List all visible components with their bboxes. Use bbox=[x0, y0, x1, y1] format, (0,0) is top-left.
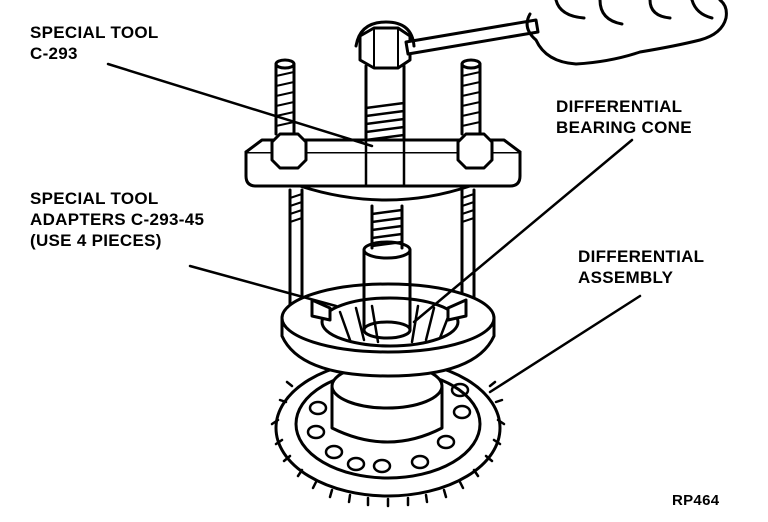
differential-assembly-label: DIFFERENTIAL ASSEMBLY bbox=[578, 246, 704, 288]
crossbar bbox=[244, 58, 522, 202]
adapters-label-line2: ADAPTERS C-293-45 bbox=[30, 210, 205, 229]
adapters-label-line3: (USE 4 PIECES) bbox=[30, 231, 162, 250]
special-tool-label-line2: C-293 bbox=[30, 44, 78, 63]
bearing-cone-label: DIFFERENTIAL BEARING CONE bbox=[556, 96, 692, 138]
bearing-cone-label-line2: BEARING CONE bbox=[556, 118, 692, 137]
differential-assembly-label-line1: DIFFERENTIAL bbox=[578, 247, 705, 266]
adapters-label-line1: SPECIAL TOOL bbox=[30, 189, 159, 208]
special-tool-label: SPECIAL TOOL C-293 bbox=[30, 22, 159, 64]
leader-lines bbox=[106, 62, 642, 394]
special-tool-label-line1: SPECIAL TOOL bbox=[30, 23, 159, 42]
ring-gear-bolts bbox=[306, 382, 472, 474]
adapter-plate bbox=[280, 282, 496, 378]
adapters-label: SPECIAL TOOL ADAPTERS C-293-45 (USE 4 PI… bbox=[30, 188, 204, 251]
center-screw bbox=[358, 26, 412, 340]
differential-assembly-label-line2: ASSEMBLY bbox=[578, 268, 674, 287]
ring-gear bbox=[270, 358, 506, 508]
wrench bbox=[354, 18, 540, 56]
bearing-cone-label-line1: DIFFERENTIAL bbox=[556, 97, 683, 116]
hand bbox=[525, 0, 728, 66]
figure-reference: RP464 bbox=[672, 492, 720, 509]
